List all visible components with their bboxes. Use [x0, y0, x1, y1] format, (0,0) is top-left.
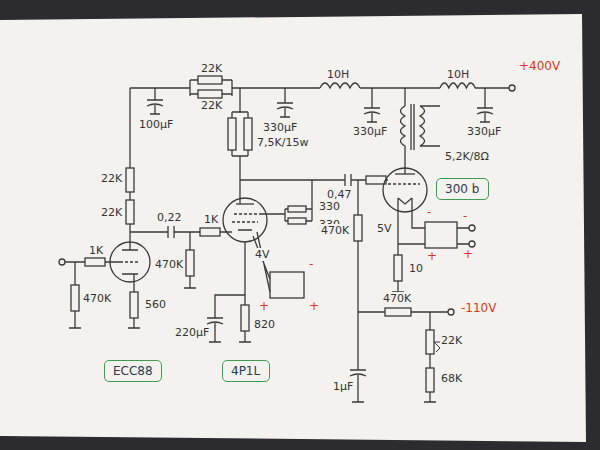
component-value: 22K: [200, 62, 223, 75]
component-value: 100µF: [138, 118, 174, 131]
supply-marking: +: [462, 248, 474, 261]
component-value: 10H: [326, 68, 350, 81]
supply-marking: -: [308, 258, 314, 271]
component-value: 470K: [320, 224, 350, 237]
component-value: 5,2K/8Ω: [444, 150, 490, 163]
supply-marking: -110V: [460, 302, 497, 315]
resistor-symbol: [198, 76, 222, 84]
component-value: 470K: [82, 292, 112, 305]
component-value: 22K: [200, 99, 223, 112]
tube-name: 300 b: [445, 182, 488, 196]
component-value: 820: [253, 318, 276, 331]
component-value: 330µF: [352, 125, 388, 138]
supply-marking: +400V: [518, 60, 561, 73]
tube-symbol: [383, 168, 427, 212]
component-value: 10: [408, 262, 424, 275]
component-value: 330µF: [466, 125, 502, 138]
tube-name-box: ECC88: [104, 360, 162, 382]
paper-sheet: [0, 14, 586, 442]
supply-marking: +: [308, 300, 320, 313]
tube-name-box: 4P1L: [222, 360, 270, 382]
component-value: 22K: [440, 334, 463, 347]
supply-marking: +: [426, 250, 438, 263]
component-value: 1K: [203, 213, 219, 226]
supply-marking: +: [258, 300, 270, 313]
component-value: 22K: [100, 206, 123, 219]
component-value: 1µF: [332, 380, 354, 393]
supply-marking: -: [426, 206, 432, 219]
component-value: 22K: [100, 172, 123, 185]
resistor-symbol: [198, 90, 222, 98]
component-value: 560: [144, 298, 167, 311]
component-value: 220µF: [174, 326, 210, 339]
heater-supply: [425, 222, 457, 248]
heater-supply: [270, 272, 304, 298]
component-value: 470K: [154, 258, 184, 271]
tube-name: ECC88: [113, 364, 161, 378]
component-value: 10H: [446, 68, 470, 81]
circuit-wires: [59, 76, 515, 402]
component-value: 1K: [88, 244, 104, 257]
terminal: [509, 85, 515, 91]
supply-marking: -: [462, 210, 468, 223]
component-value: 330µF: [262, 121, 298, 134]
component-value: 5V: [376, 222, 393, 235]
component-value: 470K: [382, 292, 412, 305]
tube-name-box: 300 b: [436, 178, 489, 200]
component-value: 68K: [440, 372, 463, 385]
component-value: 7,5K/15w: [256, 136, 309, 149]
choke-symbol: [320, 83, 360, 88]
tube-symbol: [223, 198, 267, 242]
component-value: 330: [318, 200, 341, 213]
tube-name: 4P1L: [231, 364, 269, 378]
component-value: 4V: [254, 248, 271, 261]
choke-symbol: [440, 83, 475, 88]
component-value: 0,22: [156, 211, 183, 224]
